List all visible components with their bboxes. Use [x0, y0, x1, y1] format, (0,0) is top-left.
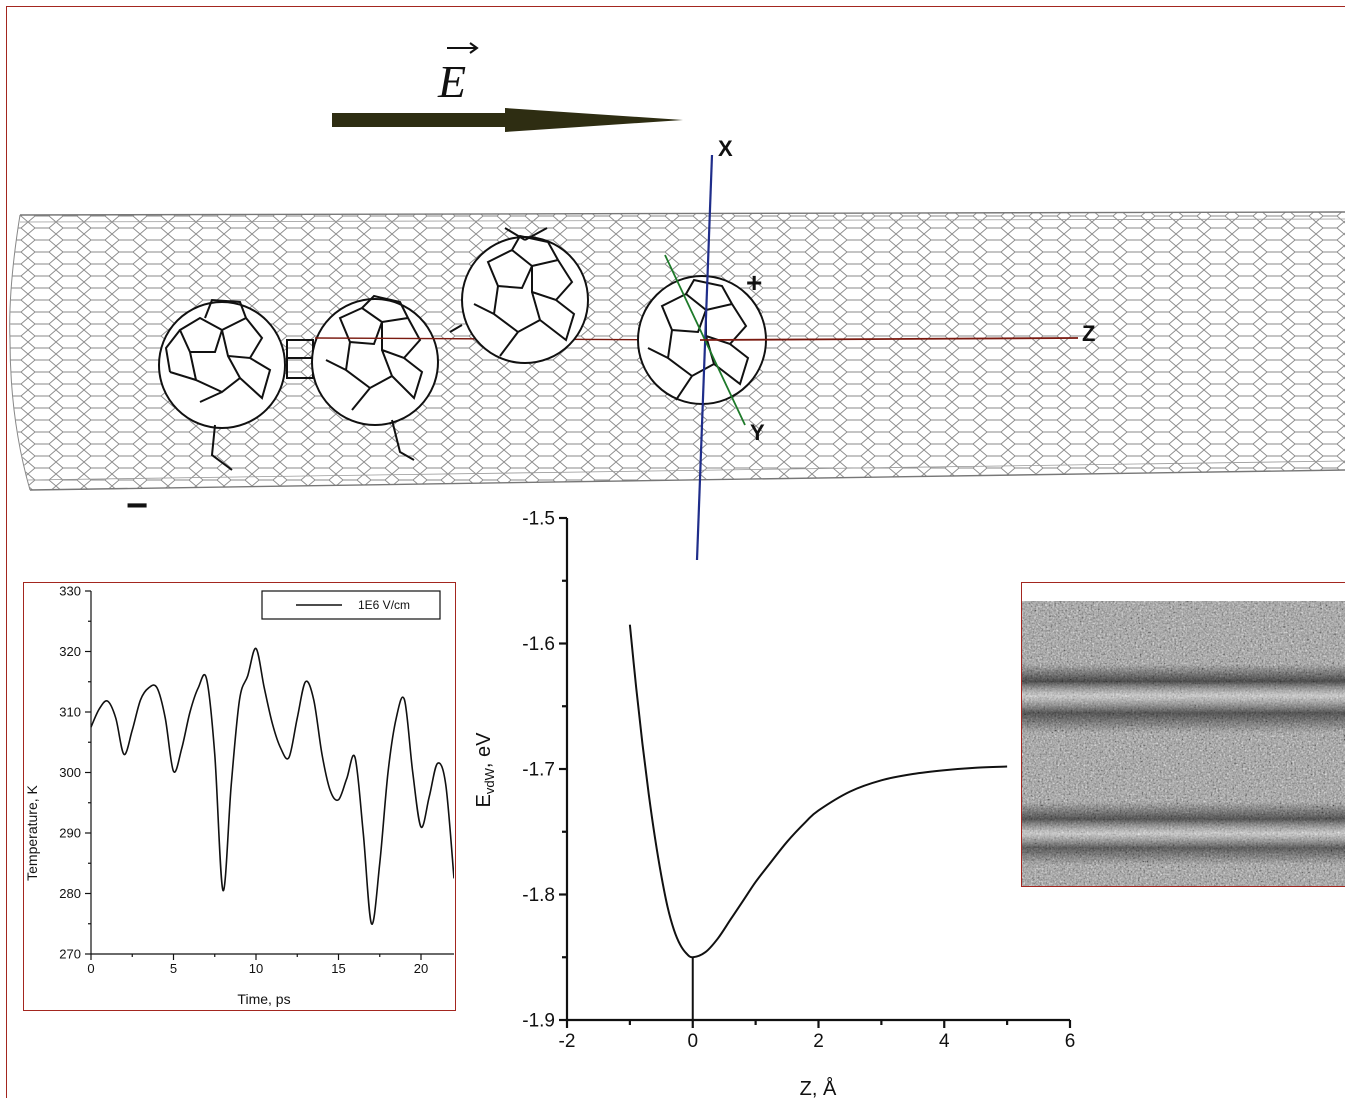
- y-axis-label: Y: [750, 420, 765, 445]
- temperature-panel: 0 5 10 15 20 270 280 290 300 310 320 330 1E6 V/cm T…: [23, 582, 456, 1011]
- x-tick-label: 5: [170, 961, 177, 976]
- temperature-ylabel: Temperature, K: [24, 784, 40, 880]
- x-axis-label: X: [718, 136, 733, 161]
- z-axis-label: Z: [1082, 321, 1095, 346]
- vector-arrow-icon: [447, 42, 479, 54]
- y-tick-label: 290: [59, 826, 81, 841]
- y-tick-label: 280: [59, 886, 81, 901]
- temperature-axes: 0 5 10 15 20 270 280 290 300 310 320 330: [59, 584, 454, 976]
- temperature-xlabel: Time, ps: [237, 991, 290, 1007]
- minus-charge-label: −: [126, 485, 148, 527]
- y-tick-label: 300: [59, 765, 81, 780]
- series-line: [90, 647, 454, 925]
- field-arrow: [332, 108, 683, 132]
- plus-charge-label: +: [746, 267, 762, 298]
- fullerene-1: [158, 298, 286, 471]
- fullerene-2: [311, 294, 439, 461]
- y-tick-label: 330: [59, 584, 81, 599]
- x-tick-label: 0: [87, 961, 94, 976]
- fullerene-3: [449, 227, 589, 364]
- x-tick-label: 10: [249, 961, 263, 976]
- tem-micrograph: [1022, 583, 1345, 886]
- legend: 1E6 V/cm: [261, 590, 441, 620]
- tem-micrograph-panel: [1021, 582, 1345, 887]
- field-label: E: [437, 42, 479, 107]
- temperature-chart: 0 5 10 15 20 270 280 290 300 310 320 330 1E6 V/cm T…: [24, 584, 454, 1007]
- legend-label: 1E6 V/cm: [358, 598, 410, 612]
- y-tick-label: 320: [59, 644, 81, 659]
- z-axis-line: [699, 337, 1079, 341]
- x-axis-line: [695, 154, 714, 561]
- x-tick-label: 15: [331, 961, 345, 976]
- field-symbol: E: [437, 56, 466, 107]
- x-tick-label: 20: [414, 961, 428, 976]
- y-tick-label: 310: [59, 705, 81, 720]
- figure-frame: [6, 6, 1345, 1098]
- y-tick-label: 270: [59, 947, 81, 962]
